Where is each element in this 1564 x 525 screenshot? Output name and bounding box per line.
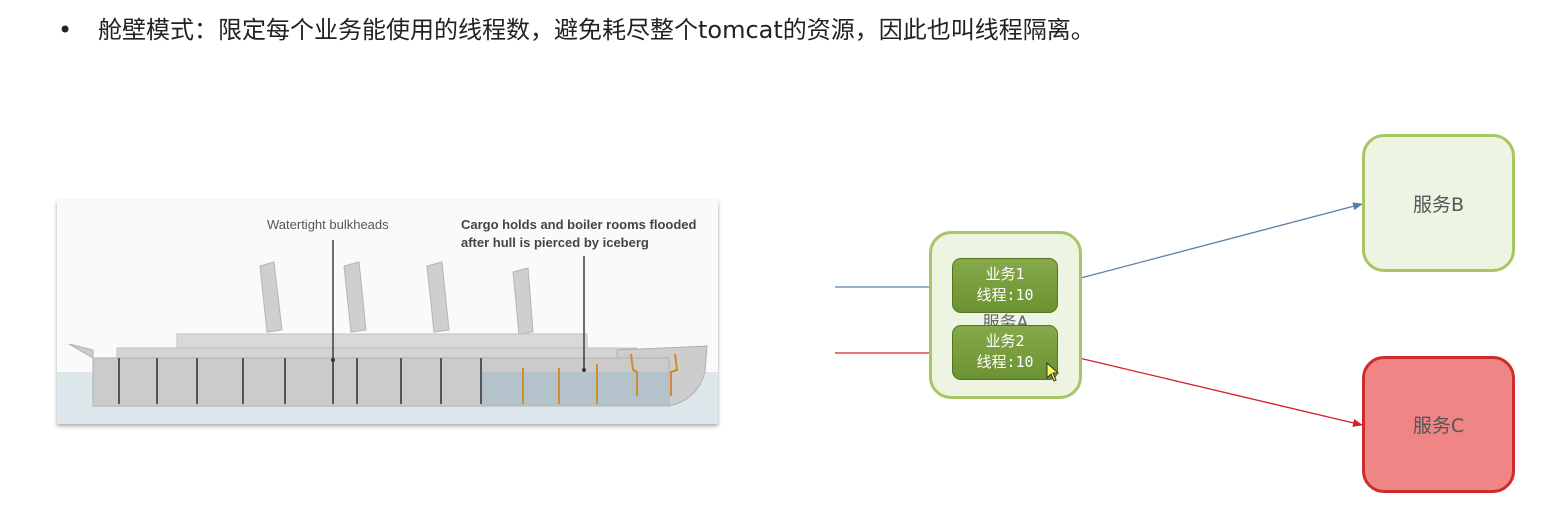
bulkheads [118,358,482,404]
bulkhead-pointer-dot [331,358,335,362]
service-b-box: 服务B [1362,134,1515,272]
bullet-dot: • [58,16,73,44]
business-2-threads: 线程:10 [976,353,1034,371]
flood-pointer-dot [582,368,586,372]
funnel-3 [426,261,450,333]
titanic-bulkhead-illustration: Watertight bulkheads Cargo holds and boi… [57,200,718,424]
arrow-biz2-to-service-c [1057,352,1363,427]
ship-drawing [57,240,718,424]
arrow-biz1-to-service-b [1057,202,1363,285]
service-c-label: 服务C [1412,415,1465,437]
label-flooded-line2: after hull is pierced by iceberg [461,235,649,250]
business-1-box: 业务1 线程:10 [952,258,1058,313]
mouse-cursor-icon [1046,362,1060,382]
service-c-box: 服务C [1362,356,1515,493]
bullet-point: • 舱壁模式：限定每个业务能使用的线程数，避免耗尽整个tomcat的资源，因此也叫… [58,10,1095,45]
flooded-bulkheads [522,353,679,404]
business-2-box: 业务2 线程:10 [952,325,1058,380]
label-watertight-bulkheads: Watertight bulkheads [267,217,389,232]
funnel-4 [512,267,534,335]
label-flooded-line1: Cargo holds and boiler rooms flooded [461,217,697,232]
funnel-2 [343,261,367,333]
business-1-threads: 线程:10 [976,286,1034,304]
service-b-label: 服务B [1412,193,1465,216]
business-1-name: 业务1 [985,265,1025,283]
business-2-name: 业务2 [985,332,1025,350]
funnel-1 [259,261,283,333]
bullet-text: 舱壁模式：限定每个业务能使用的线程数，避免耗尽整个tomcat的资源，因此也叫线… [98,16,1095,44]
